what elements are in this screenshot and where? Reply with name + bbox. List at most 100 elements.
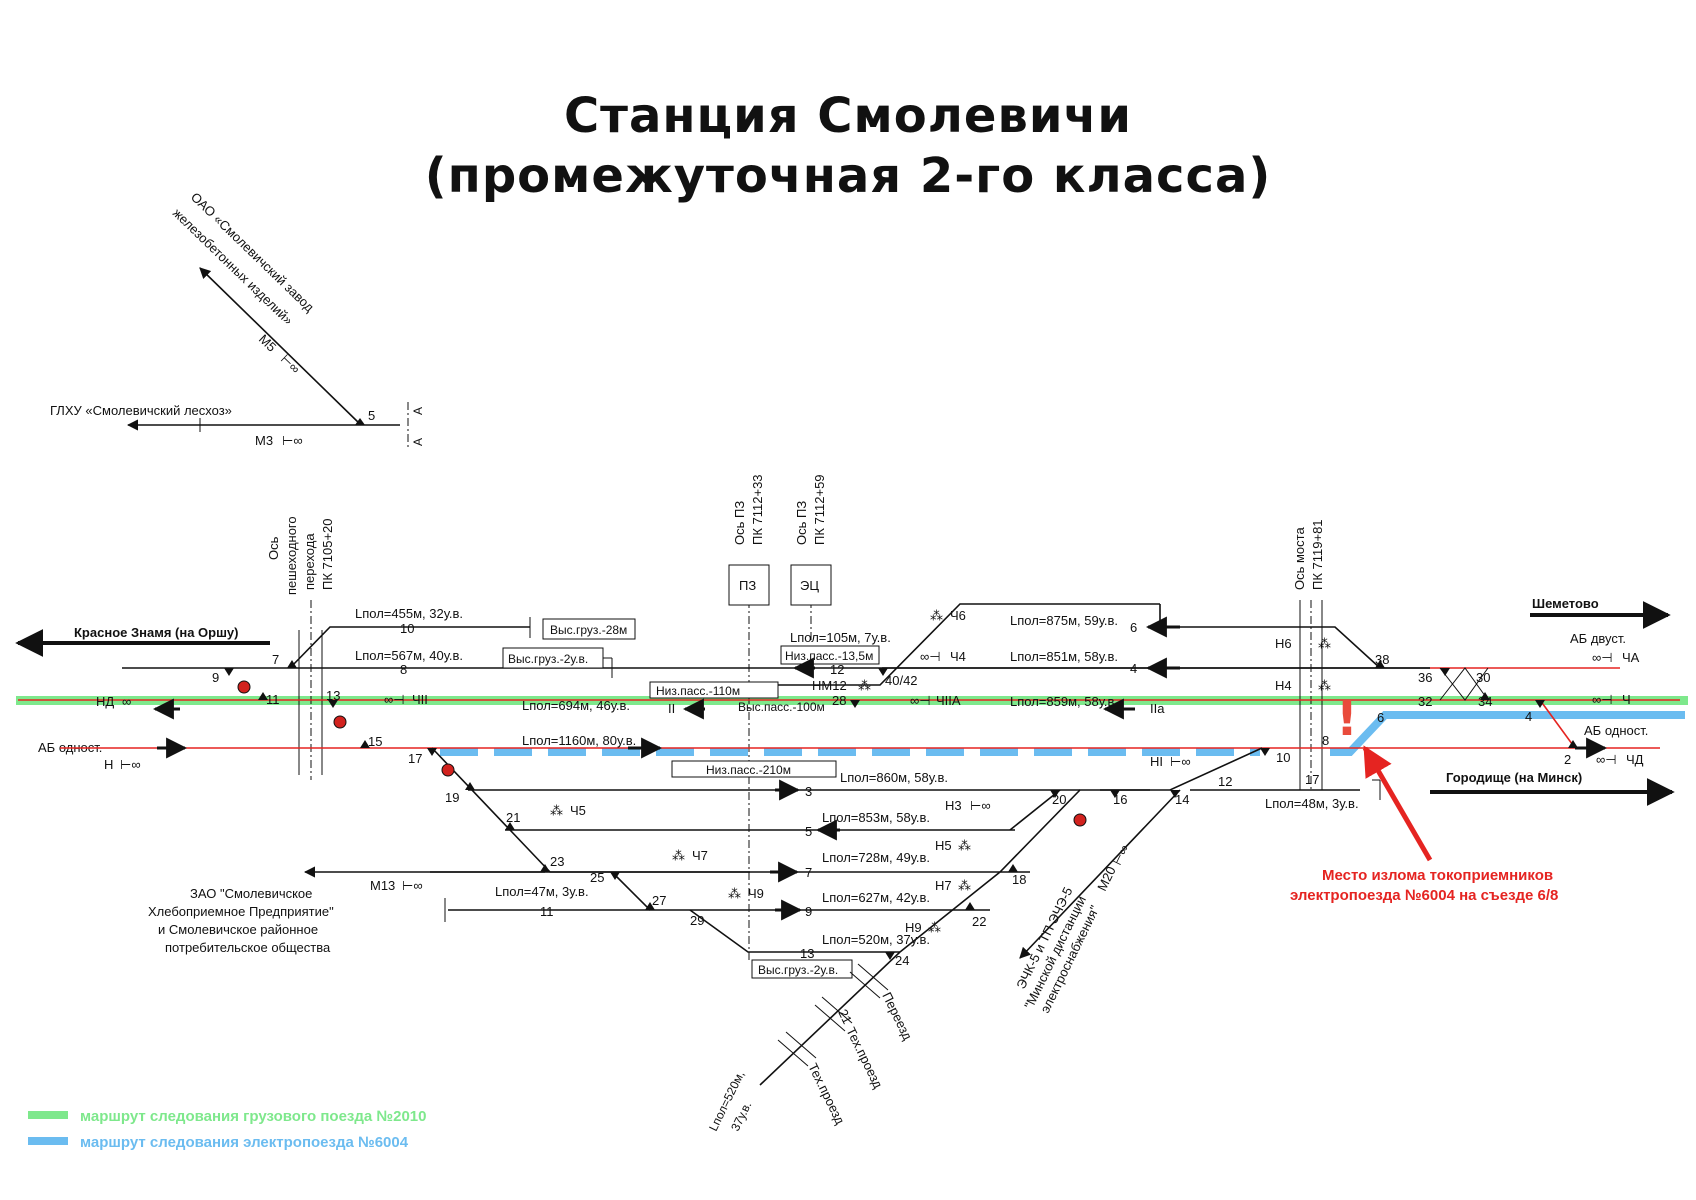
page-subtitle: (промежуточная 2-го класса) [424, 148, 1272, 204]
dir-ab-odnost-right: АБ одност. [1584, 723, 1648, 738]
dir-ab-dvust: АБ двуст. [1570, 631, 1626, 646]
svg-text:11: 11 [266, 692, 280, 707]
signal-n3: Н3 [945, 798, 962, 813]
track-3-num: 3 [805, 784, 812, 799]
chii-icon: ∞⊣ [384, 692, 405, 707]
chd-icon: ∞⊣ [1596, 752, 1617, 767]
signal-chd: ЧД [1626, 752, 1644, 767]
svg-text:21: 21 [506, 810, 520, 825]
ch-icon: ∞⊣ [1592, 692, 1613, 707]
track-10-len: Lпол=455м, 32у.в. [355, 606, 463, 621]
signal-ni: НI [1150, 754, 1163, 769]
signal-n4: Н4 [1275, 678, 1292, 693]
signal-n6: Н6 [1275, 636, 1292, 651]
switch-labels: 7 9 11 13 15 17 19 21 23 25 27 29 24 22 … [212, 652, 1571, 968]
nm12-icon: ⁂ [858, 678, 871, 693]
callout-line-2: электропоезда №6004 на съезде 6/8 [1290, 887, 1558, 904]
zao-line-2: Хлебоприемное Предприятие" [148, 904, 334, 919]
signal-ch4: Ч4 [950, 649, 966, 664]
svg-text:8: 8 [1322, 733, 1329, 748]
track-i-len: Lпол=1160м, 80у.в. [522, 733, 636, 748]
branch-m20 [1019, 789, 1181, 959]
n-icon: ⊢∞ [120, 757, 141, 772]
signal-n7: Н7 [935, 878, 952, 893]
track-10-num: 10 [400, 621, 414, 636]
svg-text:23: 23 [550, 854, 564, 869]
svg-text:24: 24 [895, 953, 909, 968]
signal-ch: Ч [1622, 692, 1631, 707]
track-13-line [689, 909, 900, 953]
p3a-axis-2: ПК 7112+33 [750, 474, 765, 545]
track-11-num: 11 [540, 904, 554, 919]
platform-niz-110 [649, 681, 779, 699]
signal-n9: Н9 [905, 920, 922, 935]
cha-icon: ∞⊣ [1592, 650, 1613, 665]
track-8-len: Lпол=567м, 40у.в. [355, 648, 463, 663]
building-pz-label: ПЗ [739, 578, 756, 593]
track-4-num: 4 [1130, 661, 1137, 676]
ni-icon: ⊢∞ [1170, 754, 1191, 769]
svg-text:32: 32 [1418, 694, 1432, 709]
building-ec-label: ЭЦ [800, 578, 819, 593]
legend-electric-swatch [28, 1137, 68, 1145]
crossing-pereezd: Переезд [879, 990, 915, 1043]
ped-axis-1: Ось [266, 536, 281, 560]
signal-n: Н [104, 757, 113, 772]
p3b-axis-1: Ось ПЗ [794, 501, 809, 545]
m3-icon: ⊢∞ [282, 433, 303, 448]
n5-icon: ⁂ [958, 838, 971, 853]
legend-freight-swatch [28, 1111, 68, 1119]
signal-m5: М5 [256, 331, 279, 354]
legend-freight-label: маршрут следования грузового поезда №201… [80, 1108, 427, 1125]
svg-text:29: 29 [690, 913, 704, 928]
ch7-icon: ⁂ [672, 848, 685, 863]
ch4-icon: ∞⊣ [920, 649, 941, 664]
track-11-len: Lпол=47м, 3у.в. [495, 884, 589, 899]
svg-text:25: 25 [590, 870, 604, 885]
branch-leskhoz: ГЛХУ «Смолевичский лесхоз» М3 ⊢∞ 5 А А [50, 402, 425, 450]
svg-text:13: 13 [326, 688, 340, 703]
track-12-num: 12 [830, 662, 844, 677]
ch5-icon: ⁂ [550, 803, 563, 818]
bridge-axis-1: Ось моста [1292, 527, 1307, 590]
svg-text:28: 28 [832, 693, 846, 708]
svg-text:16: 16 [1113, 792, 1127, 807]
crossing-tex-1: Тех.проезд [843, 1025, 886, 1091]
svg-text:22: 22 [972, 914, 986, 929]
legend-electric-label: маршрут следования электропоезда №6004 [80, 1134, 409, 1151]
signal-chiia: ЧIIА [936, 693, 961, 708]
platform-vys-2a-label: Выс.груз.-2у.в. [508, 652, 588, 666]
track-12-len: Lпол=105м, 7у.в. [790, 630, 891, 645]
m5-icon: ⊢∞ [278, 351, 303, 376]
callout-line-1: Место излома токоприемников [1322, 867, 1553, 884]
switch-5: 5 [368, 408, 375, 423]
track-4-len: Lпол=851м, 58у.в. [1010, 649, 1118, 664]
crossing-tex-2: Тех.проезд [805, 1061, 848, 1127]
page-title: Станция Смолевичи [563, 88, 1133, 144]
track-17-num: 17 [1305, 772, 1319, 787]
switch-21b: 21 [835, 1007, 855, 1027]
track-ii-right-len: Lпол=859м, 58у.в. [1010, 694, 1118, 709]
track-9-line [611, 871, 990, 911]
svg-text:19: 19 [445, 790, 459, 805]
branch-zavod: ОАО «Смолевичский завод железобетонных и… [170, 189, 362, 426]
signal-nm12: НМ12 [812, 678, 847, 693]
svg-text:12: 12 [1218, 774, 1232, 789]
bridge-axis-2: ПК 7119+81 [1310, 519, 1325, 590]
signal-nd: НД [96, 694, 114, 709]
signal-ch7: Ч7 [692, 848, 708, 863]
p3a-axis-1: Ось ПЗ [732, 501, 747, 545]
signal-ch5: Ч5 [570, 803, 586, 818]
crossing-marks [777, 963, 889, 1067]
svg-text:36: 36 [1418, 670, 1432, 685]
platform-niz-210 [671, 760, 837, 778]
ped-axis-4: ПК 7105+20 [320, 519, 335, 591]
building-pz [728, 564, 770, 606]
zao-line-1: ЗАО "Смолевичское [190, 886, 312, 901]
svg-text:14: 14 [1175, 792, 1189, 807]
platform-vys-28 [542, 618, 636, 640]
signal-m3: М3 [255, 433, 273, 448]
signal-cha: ЧА [1622, 650, 1640, 665]
callout-arrow [1362, 745, 1433, 862]
